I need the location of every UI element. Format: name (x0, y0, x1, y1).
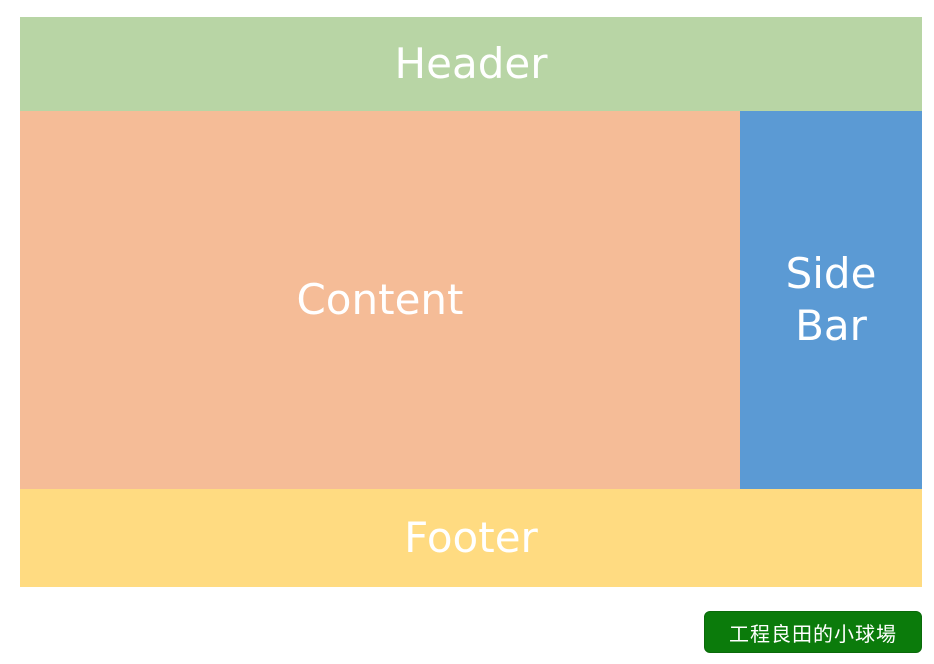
sidebar-label-line2: Bar (795, 301, 867, 350)
sidebar-block: Side Bar (740, 111, 922, 489)
watermark-badge: 工程良田的小球場 (704, 611, 922, 653)
footer-label: Footer (404, 513, 538, 562)
content-block: Content (20, 111, 740, 489)
footer-block: Footer (20, 489, 922, 587)
header-block: Header (20, 17, 922, 111)
watermark-text: 工程良田的小球場 (729, 621, 897, 646)
content-label: Content (296, 275, 464, 324)
sidebar-label-line1: Side (785, 249, 877, 298)
header-label: Header (394, 39, 548, 88)
